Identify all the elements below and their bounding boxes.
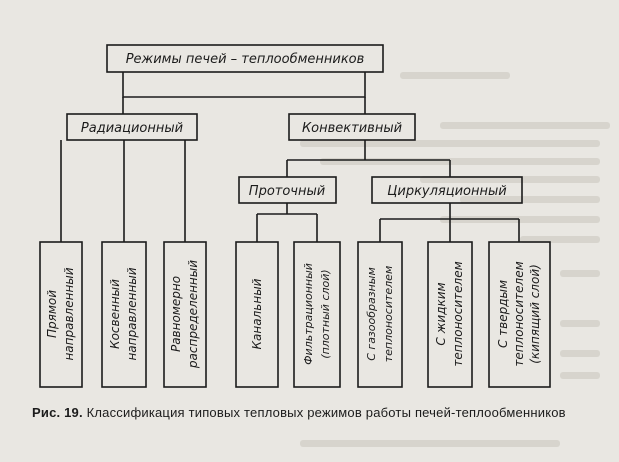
leaf-box-filtration (293, 241, 341, 388)
convection-label: Конвективный (302, 121, 402, 136)
connector-convection (286, 140, 451, 177)
radiation-box (66, 113, 198, 141)
leaf-liquid-line1: С жидким (434, 282, 448, 345)
leaf-gas-line2: теплоносителем (382, 266, 395, 363)
leaf-direct-line1: Прямой (45, 290, 59, 338)
root-label: Режимы печей – теплообменников (126, 52, 365, 67)
leaf-box-gas (357, 241, 403, 388)
leaf-indirect-line2: направленный (125, 267, 139, 360)
convection-box (288, 113, 416, 141)
connector-radiation (60, 140, 186, 242)
flow-label: Проточный (249, 184, 325, 199)
circulation-box (371, 176, 523, 204)
leaf-filtration-line2: (плотный слой) (319, 269, 332, 358)
leaf-box-indirect (101, 241, 147, 388)
leaf-indirect-line1: Косвенный (108, 279, 122, 349)
circulation-label: Циркуляционный (387, 184, 506, 199)
figure-number: Рис. 19. (32, 405, 83, 420)
leaf-solid-line3: (кипящий слой) (528, 264, 542, 364)
leaf-uniform-line1: Равномерно (169, 276, 183, 352)
leaf-direct-line2: направленный (62, 267, 76, 360)
connector-flow (256, 203, 318, 242)
leaf-filtration-line1: Фильтрационный (302, 263, 315, 365)
connector-circulation (379, 203, 520, 242)
figure-caption: Рис. 19. Классификация типовых тепловых … (32, 405, 602, 421)
leaf-uniform-line2: распределенный (186, 260, 200, 369)
root-box (106, 44, 384, 73)
connector-root (122, 72, 366, 98)
flow-box (238, 176, 337, 204)
radiation-label: Радиационный (81, 121, 183, 136)
leaf-box-solid (488, 241, 551, 388)
figure-caption-text: Классификация типовых тепловых режимов р… (86, 405, 566, 420)
leaf-box-channel (235, 241, 279, 388)
leaf-box-liquid (427, 241, 473, 388)
leaf-box-uniform (163, 241, 207, 388)
leaf-gas-line1: С газообразным (365, 267, 378, 361)
leaf-box-direct (39, 241, 83, 388)
leaf-channel-line1: Канальный (250, 278, 264, 349)
leaf-liquid-line2: теплоносителем (451, 261, 465, 366)
leaf-solid-line1: С твердым (496, 280, 510, 348)
leaf-solid-line2: теплоносителем (512, 261, 526, 366)
